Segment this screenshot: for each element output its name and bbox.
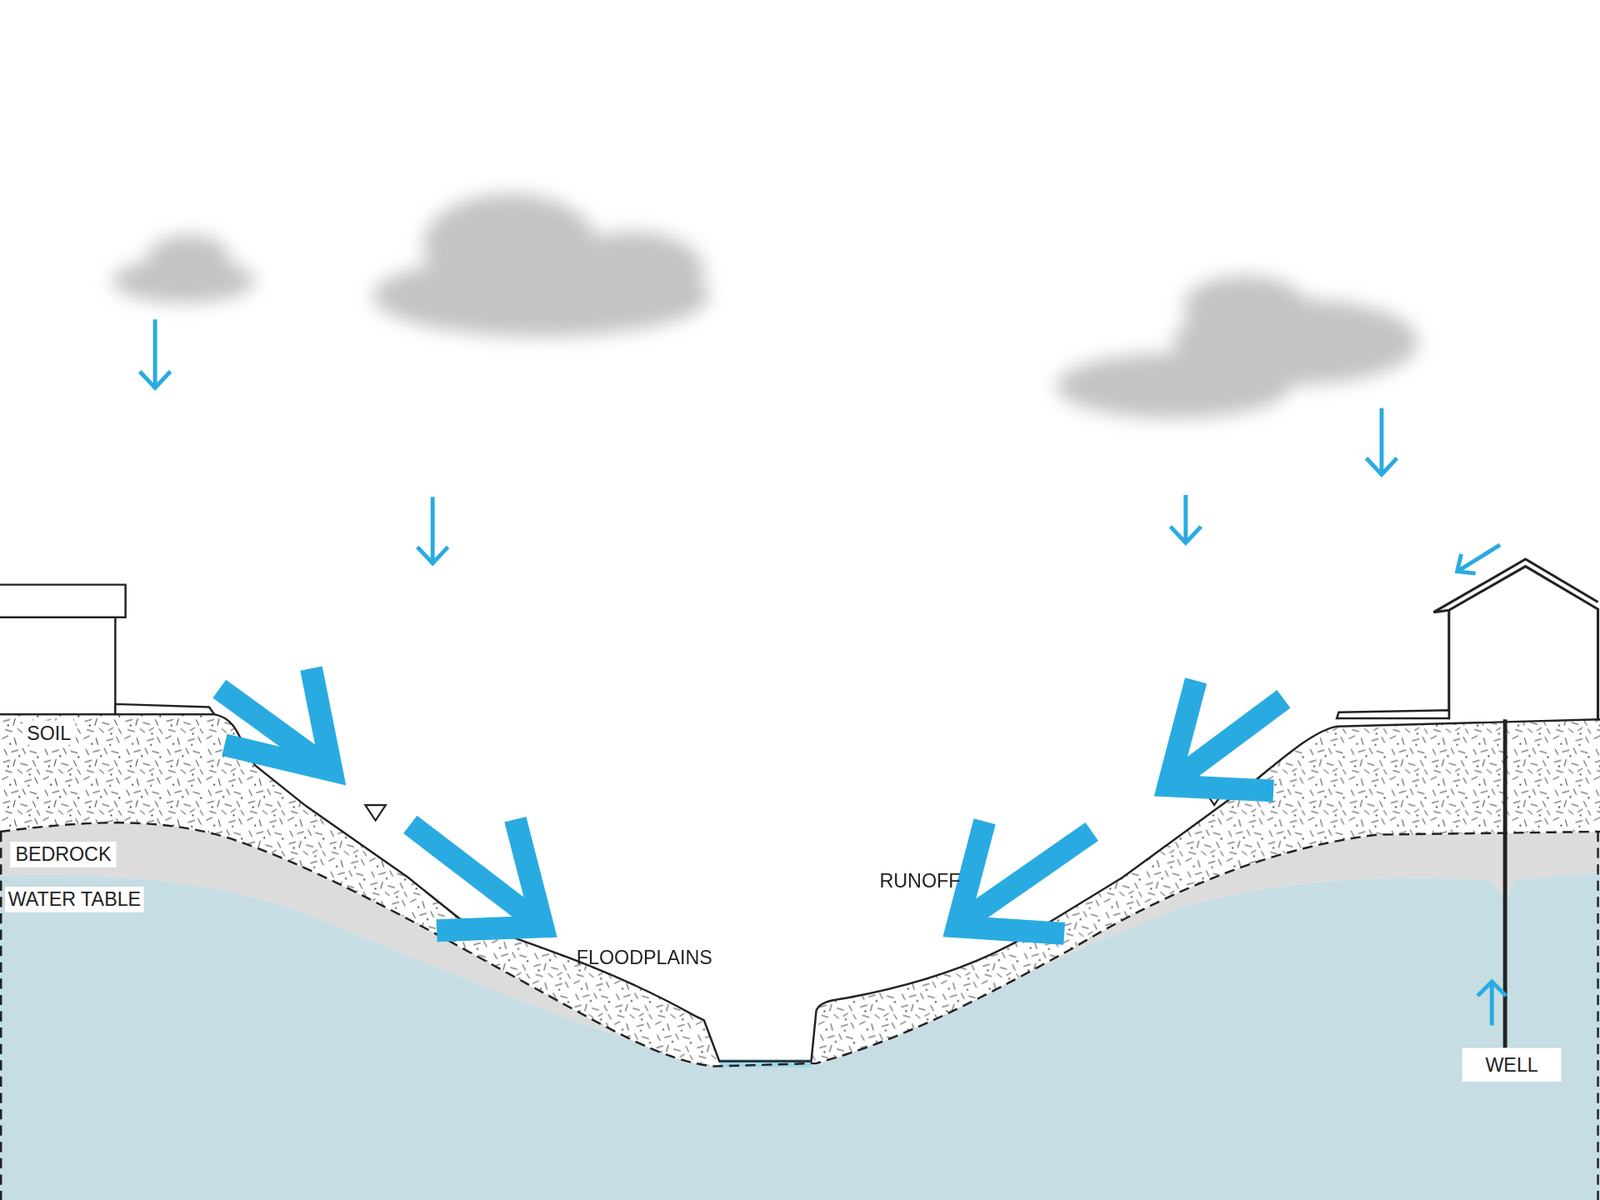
- well-pipe: [1503, 719, 1508, 1048]
- soil-texture: [0, 714, 1600, 1066]
- ground-surface: [0, 714, 1600, 1061]
- house: [1433, 559, 1598, 720]
- region-label: FLOODPLAINS: [576, 946, 713, 970]
- section-edge: [0, 831, 2, 1200]
- cloud: [1055, 275, 1419, 419]
- layer-label: SOIL: [26, 723, 71, 743]
- driveway: [115, 704, 215, 715]
- groundwater: [0, 872, 1600, 1200]
- rain-arrow: [140, 319, 1507, 1025]
- soil-boundary: [0, 822, 1600, 1066]
- bedrock-band: [0, 822, 1600, 1068]
- layer-label-box: BEDROCK: [10, 841, 116, 868]
- layer-label: WATER TABLE: [8, 890, 141, 910]
- cloud: [372, 194, 710, 337]
- runoff-arrow: [219, 668, 1284, 934]
- layer-label-box: SOIL: [22, 720, 76, 745]
- layer-label: BEDROCK: [15, 845, 111, 865]
- layer-label: WELL: [1485, 1055, 1538, 1075]
- soil-layer: [0, 714, 1600, 1066]
- layer-label-box: WELL: [1462, 1048, 1562, 1082]
- cloud: [112, 235, 255, 304]
- driveway: [1336, 710, 1450, 719]
- section-edge: [1596, 831, 1599, 1200]
- region-label: RUNOFF: [880, 870, 961, 893]
- building: [0, 585, 126, 715]
- layer-label-box: WATER TABLE: [5, 886, 145, 913]
- water-table-marker: [365, 805, 385, 820]
